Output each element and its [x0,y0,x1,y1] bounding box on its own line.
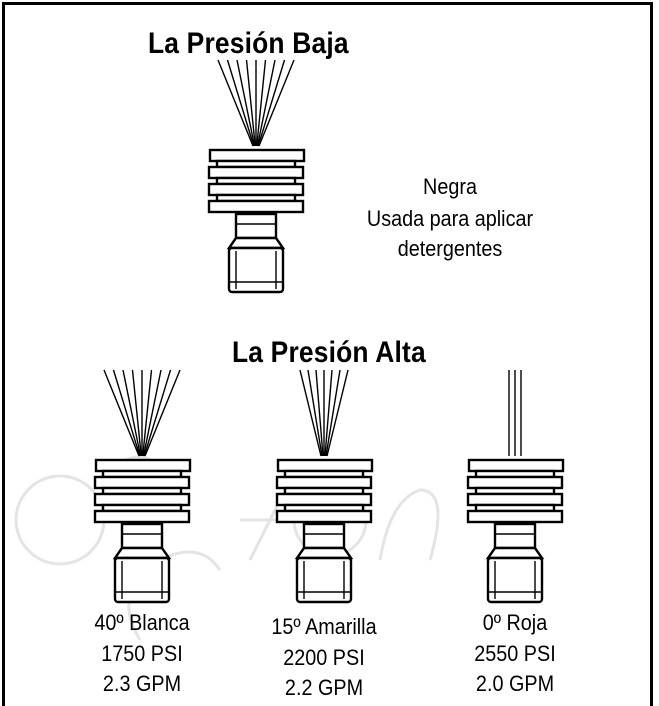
nozzle-fin [207,182,305,197]
nozzle-fin [207,199,305,214]
spray-line [142,369,153,457]
nozzle-fin [207,165,305,180]
yellow-nozzle-name: 15º Amarilla [271,614,377,639]
spray-line [324,369,333,457]
nozzle-fin [93,509,191,524]
nozzle-fin [275,475,373,490]
nozzle-body [486,556,544,604]
spray-line [112,369,141,457]
yellow-15-degree-nozzle [275,369,374,604]
spray-line [256,59,267,147]
spray-line [307,369,323,457]
nozzle-fin [275,509,373,524]
spray-line [245,59,256,147]
red-0-degree-nozzle [466,370,565,604]
yellow-nozzle-gpm: 2.2 GPM [284,675,364,700]
nozzle-fin [467,458,565,473]
nozzle-fin [93,492,191,507]
spray-line [122,369,142,457]
spray-line [103,369,140,457]
spray-line [143,369,172,457]
nozzle-fin [466,509,564,524]
spray-line [236,59,256,147]
nozzle-fin [276,458,374,473]
spray-line [131,369,142,457]
nozzle-neck [302,522,346,550]
nozzle-neck [234,212,278,240]
nozzle-body [227,246,285,294]
spray-line [142,369,162,457]
nozzle-taper [294,546,354,560]
spray-line [325,369,341,457]
nozzle-taper [485,546,545,560]
low-pressure-use-line2: detergentes [397,236,503,261]
nozzle-fin [93,475,191,490]
nozzle-body [295,556,353,604]
red-nozzle-psi: 2550 PSI [474,641,556,666]
spray-line [315,369,324,457]
white-nozzle-psi: 1750 PSI [101,641,183,666]
nozzle-taper [226,236,286,250]
nozzle-body [113,556,171,604]
red-nozzle-gpm: 2.0 GPM [475,671,555,696]
spray-line [256,59,276,147]
nozzle-neck [493,522,537,550]
low-pressure-heading: La Presión Baja [148,27,349,60]
spray-line [299,369,322,457]
nozzle-fin [466,492,564,507]
low-pressure-color-label: Negra [423,174,477,199]
low-pressure-nozzle [207,59,306,294]
red-nozzle-name: 0º Roja [482,610,548,635]
white-nozzle-name: 40º Blanca [94,610,190,635]
high-pressure-heading: La Presión Alta [232,336,426,369]
spray-line [226,59,255,147]
nozzle-fin [275,492,373,507]
spray-line [217,59,254,147]
nozzle-taper [112,546,172,560]
nozzle-fin [208,148,306,163]
nozzle-fin [94,458,192,473]
low-pressure-use-line1: Usada para aplicar [366,206,534,231]
spray-line [258,59,295,147]
spray-line [144,369,181,457]
yellow-nozzle-psi: 2200 PSI [283,645,365,670]
nozzle-neck [120,522,164,550]
nozzle-fin [466,475,564,490]
white-40-degree-nozzle [93,369,192,604]
spray-line [257,59,286,147]
spray-line [326,369,349,457]
white-nozzle-gpm: 2.3 GPM [102,671,182,696]
